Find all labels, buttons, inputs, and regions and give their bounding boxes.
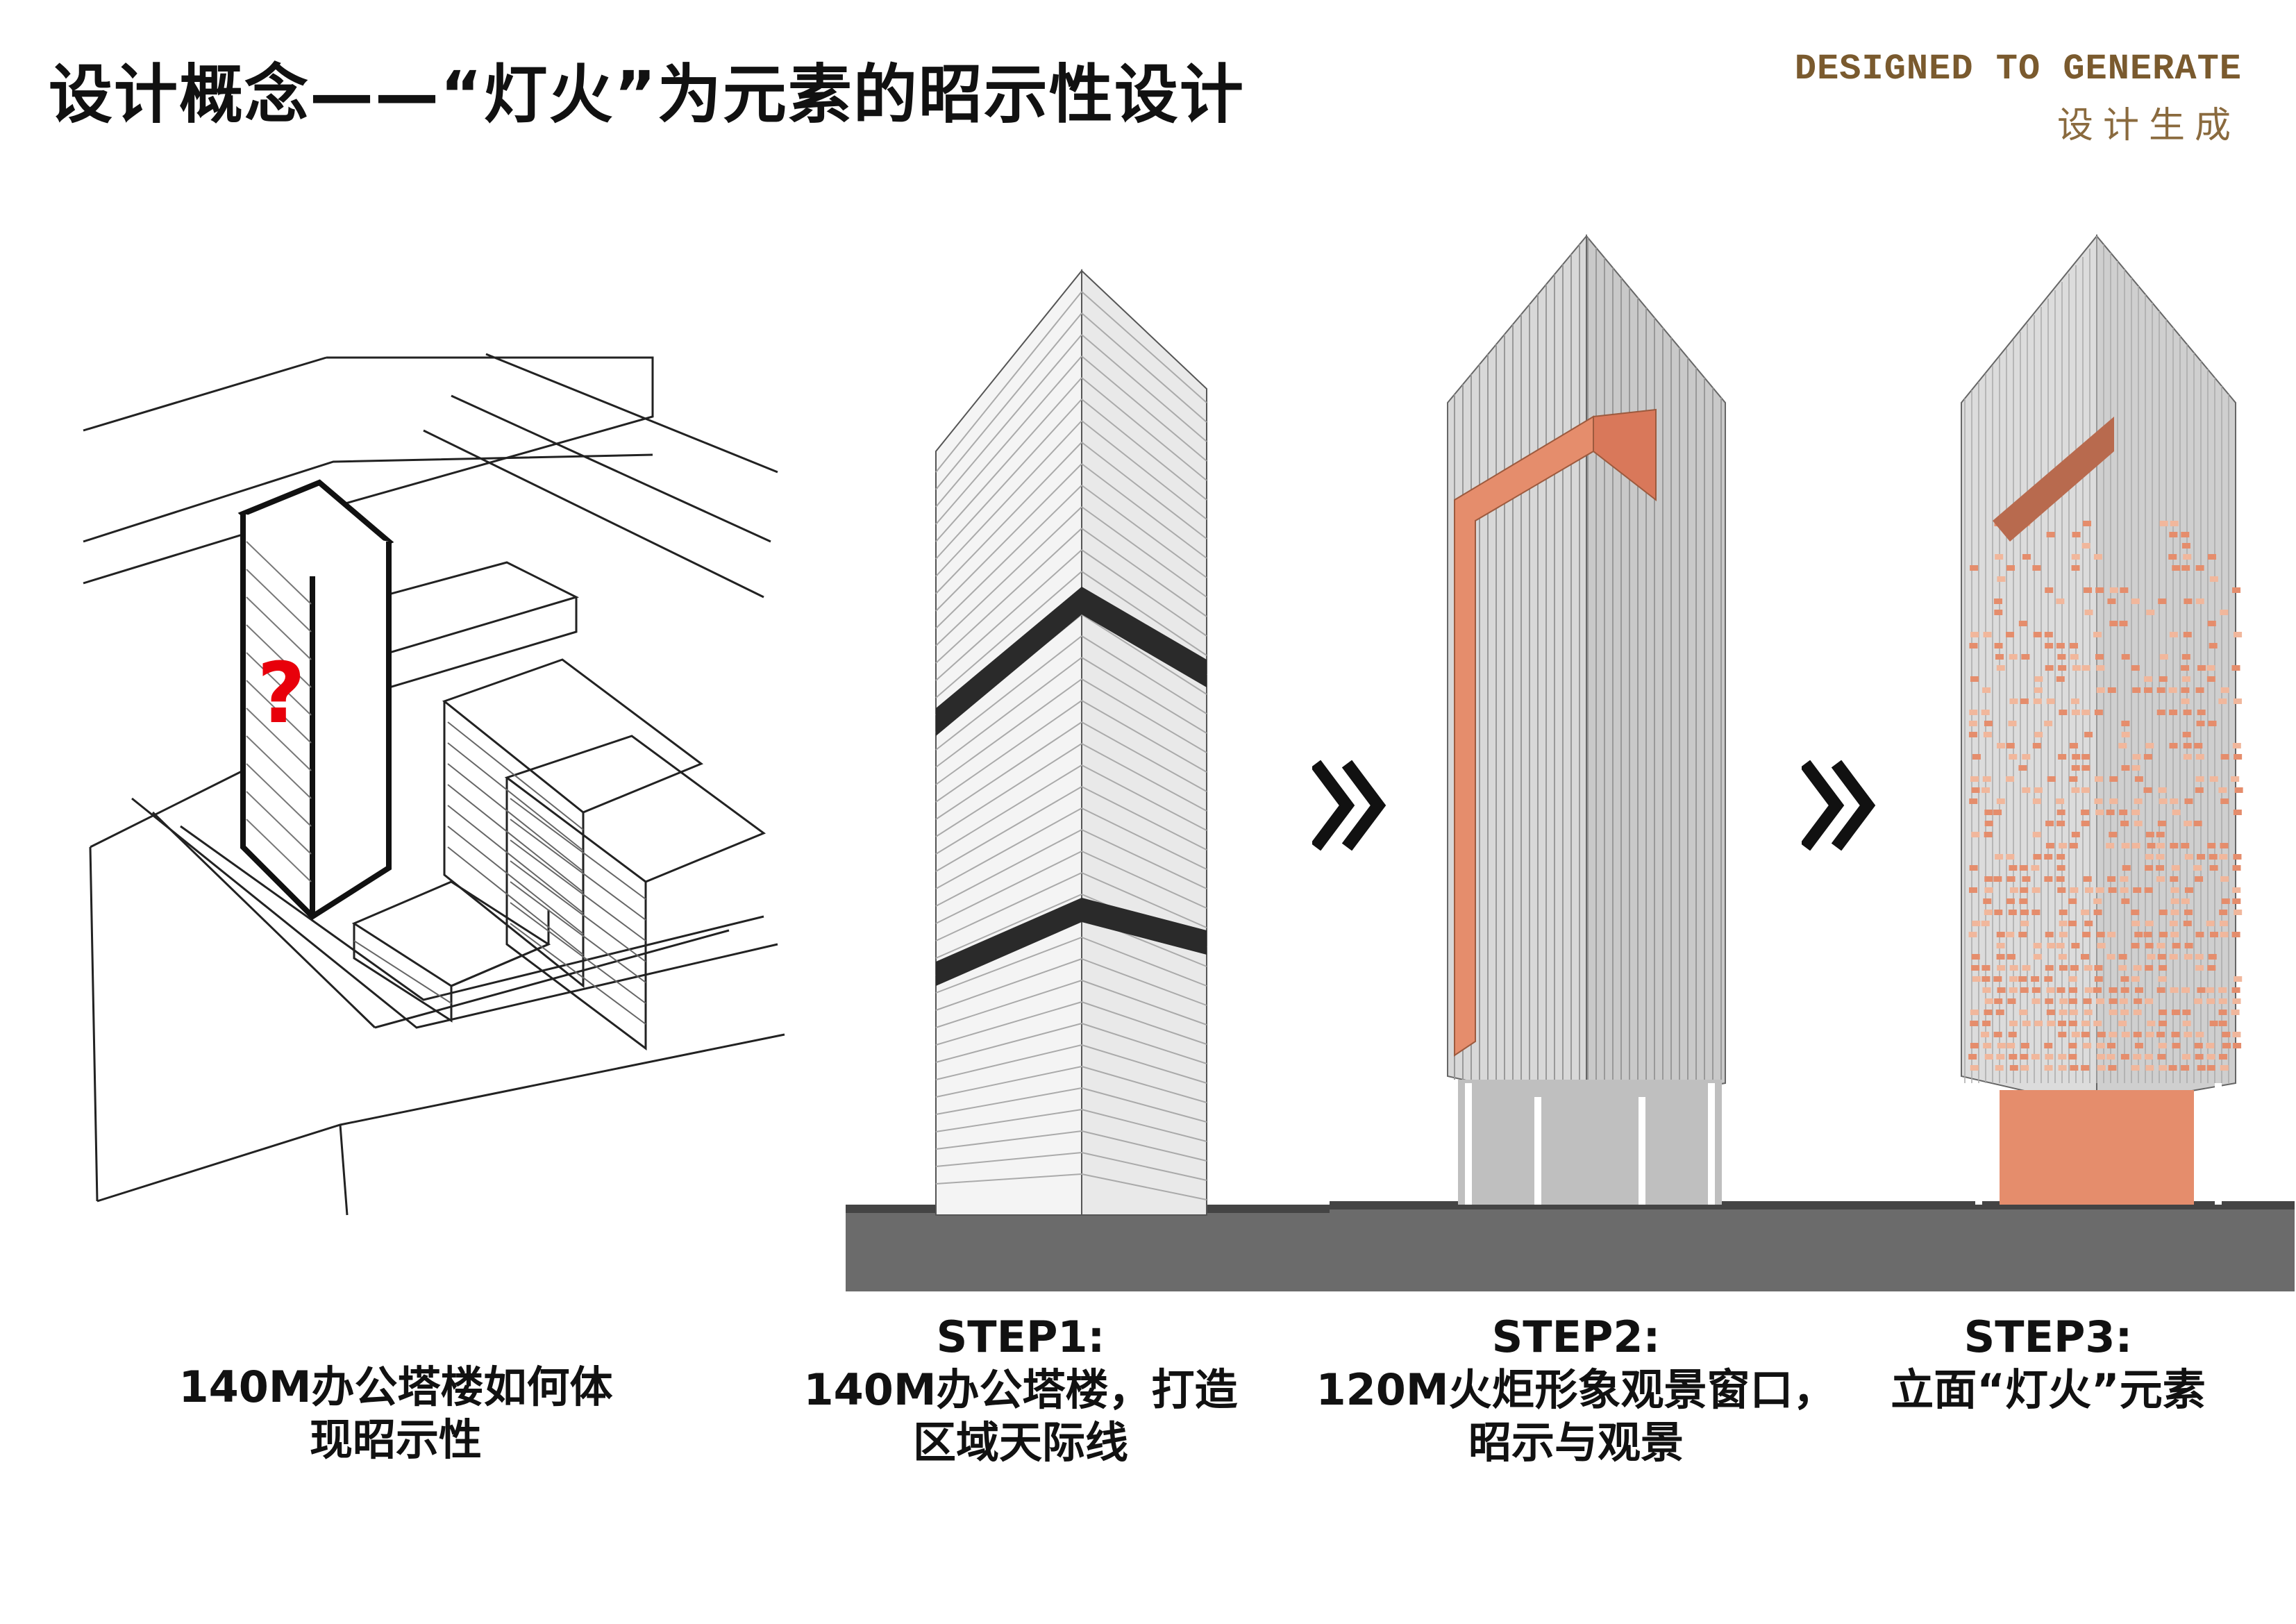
caption-step2: STEP2: 120M火炬形象观景窗口， 昭示与观景 xyxy=(1298,1311,1854,1469)
caption-line: STEP2: xyxy=(1491,1312,1661,1362)
step3-tower-render xyxy=(1850,234,2295,1291)
page-title: 设计概念——“灯火”为元素的昭示性设计 xyxy=(49,58,1245,132)
step2-tower-render xyxy=(1330,234,1857,1291)
caption-line: 120M火炬形象观景窗口， xyxy=(1316,1364,1836,1415)
double-chevron-right-icon xyxy=(1802,760,1876,851)
double-chevron-right-icon xyxy=(1312,760,1386,851)
brand-tagline-en: DESIGNED TO GENERATE xyxy=(1794,49,2242,90)
caption-line: 立面“灯火”元素 xyxy=(1891,1364,2206,1415)
caption-line: STEP3: xyxy=(1963,1312,2133,1362)
caption-concept: 140M办公塔楼如何体 现昭示性 xyxy=(118,1361,673,1466)
caption-step1: STEP1: 140M办公塔楼，打造 区域天际线 xyxy=(764,1311,1277,1469)
brand-tagline-cn: 设计生成 xyxy=(2056,105,2240,147)
caption-line: 140M办公塔楼，打造 xyxy=(803,1364,1238,1415)
concept-axonometric-drawing: ? xyxy=(83,353,785,1216)
caption-line: 140M办公塔楼如何体 xyxy=(178,1362,613,1412)
caption-line: 区域天际线 xyxy=(912,1417,1128,1468)
step1-tower-render xyxy=(846,269,1339,1291)
caption-line: 现昭示性 xyxy=(309,1414,482,1465)
caption-step3: STEP3: 立面“灯火”元素 xyxy=(1833,1311,2263,1416)
question-mark: ? xyxy=(257,646,305,742)
caption-line: STEP1: xyxy=(936,1312,1105,1362)
caption-line: 昭示与观景 xyxy=(1468,1417,1684,1468)
